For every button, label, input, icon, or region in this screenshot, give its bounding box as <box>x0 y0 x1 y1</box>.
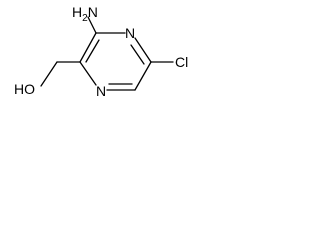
bond-n1-c2 <box>79 61 97 86</box>
amino-n: N <box>88 4 98 20</box>
bond-c2-c2-inner-double <box>85 39 100 63</box>
bond-c3-amino <box>87 16 97 34</box>
bond-ch2-oh <box>40 61 58 87</box>
hydroxyl-label: HO <box>14 81 35 97</box>
bond-n4-c5 <box>134 37 152 63</box>
ring-nitrogen-bottom: N <box>96 83 106 99</box>
amino-subscript: 2 <box>82 13 88 24</box>
chemical-structure: H2N N N Cl HO <box>14 4 188 99</box>
amino-label: H2N <box>72 4 98 24</box>
chloro-label: Cl <box>175 54 188 70</box>
ring-nitrogen-top: N <box>125 25 135 41</box>
bond-c3-c2 <box>79 32 97 63</box>
bond-n4-c5-inner-double <box>130 44 145 65</box>
bond-c5-c6 <box>134 61 152 91</box>
amino-h: H <box>72 4 82 20</box>
